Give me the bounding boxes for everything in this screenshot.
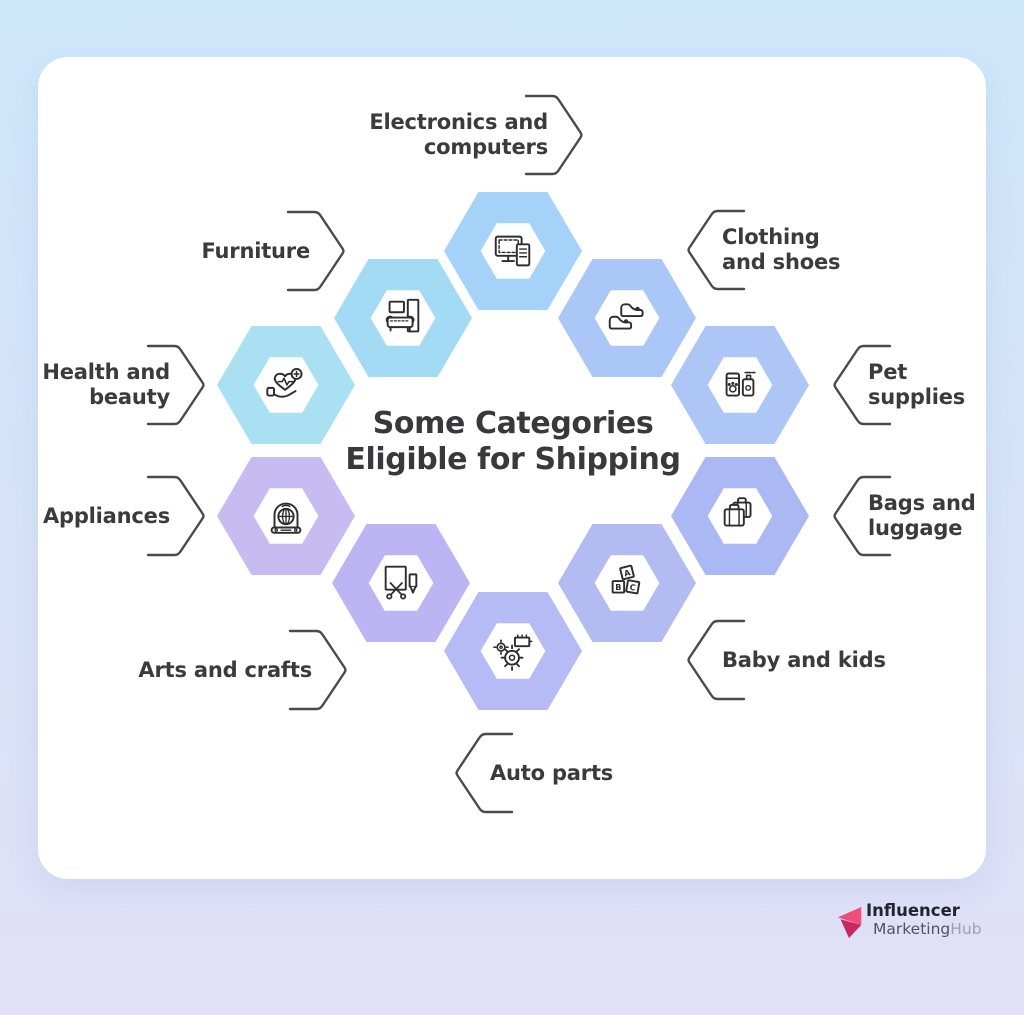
callout-label: Pet	[868, 360, 908, 385]
callout-label: Auto parts	[490, 760, 614, 785]
callout-label: Health and	[42, 360, 170, 385]
pet-icon	[717, 362, 763, 408]
callout-label: Appliances	[42, 503, 170, 528]
hex-pet	[671, 326, 809, 444]
bracket-icon	[687, 619, 746, 701]
hex-appliances	[217, 457, 355, 575]
callout-label: luggage	[868, 516, 963, 540]
callout-label: Electronics and	[369, 110, 548, 135]
callout-label: supplies	[868, 385, 966, 409]
bracket-icon	[687, 209, 746, 291]
svg-text:B: B	[615, 582, 621, 592]
hex-arts	[332, 524, 470, 642]
hexagon-shape	[558, 259, 696, 377]
baby-icon: A B C	[604, 560, 650, 606]
appliances-icon	[263, 493, 309, 539]
hex-clothing	[558, 259, 696, 377]
logo-marketing: Marketing	[873, 920, 951, 939]
bags-icon	[717, 493, 763, 539]
bracket-icon	[146, 475, 205, 557]
callout-label: Bags and	[868, 491, 976, 516]
hex-baby: A B C	[558, 524, 696, 642]
callout-label: Clothing	[722, 225, 820, 250]
hex-health	[217, 326, 355, 444]
page-title-line1: Some Categories	[372, 406, 654, 441]
callout-baby: Baby and kids	[682, 618, 907, 702]
bracket-icon	[524, 94, 583, 176]
svg-text:A: A	[623, 567, 632, 578]
bracket-icon	[833, 344, 892, 426]
arts-icon	[378, 560, 424, 606]
callout-label: Baby and kids	[722, 647, 886, 672]
auto-icon	[490, 628, 536, 674]
bracket-icon	[455, 732, 514, 814]
callout-auto: Auto parts	[450, 731, 645, 815]
furniture-icon	[380, 295, 426, 341]
hex-electronics	[444, 192, 582, 310]
hex-bags	[671, 457, 809, 575]
callout-pet: Pet supplies	[828, 343, 988, 427]
callout-appliances: Appliances	[5, 474, 210, 558]
logo-line2: MarketingHub	[873, 921, 982, 938]
health-icon	[263, 362, 309, 408]
hex-auto	[444, 592, 582, 710]
logo-line1: Influencer	[866, 901, 960, 920]
influencer-marketinghub-logo: Influencer MarketingHub	[836, 901, 982, 940]
electronics-icon	[490, 228, 536, 274]
page-title: Some Categories Eligible for Shipping	[288, 406, 738, 478]
callout-health: Health and beauty	[5, 343, 210, 427]
bracket-icon	[146, 344, 205, 426]
callout-bags: Bags and luggage	[828, 474, 996, 558]
clothing-icon	[604, 295, 650, 341]
callout-label: computers	[423, 135, 548, 159]
logo-hub: Hub	[950, 920, 982, 939]
bracket-icon	[286, 210, 345, 292]
callout-electronics: Electronics and computers	[343, 93, 588, 177]
callout-arts: Arts and crafts	[118, 628, 352, 712]
callout-clothing: Clothing and shoes	[682, 208, 892, 292]
page-title-line2: Eligible for Shipping	[345, 442, 681, 477]
logo-text: Influencer MarketingHub	[866, 901, 982, 938]
callout-label: beauty	[89, 385, 170, 409]
bracket-icon	[288, 629, 347, 711]
bracket-icon	[833, 475, 892, 557]
callout-label: Furniture	[201, 238, 310, 263]
callout-label: and shoes	[722, 250, 841, 274]
logo-arrow-icon	[837, 906, 862, 939]
callout-label: Arts and crafts	[138, 657, 312, 682]
hex-furniture	[334, 259, 472, 377]
svg-text:C: C	[629, 582, 637, 593]
callout-furniture: Furniture	[130, 209, 350, 293]
